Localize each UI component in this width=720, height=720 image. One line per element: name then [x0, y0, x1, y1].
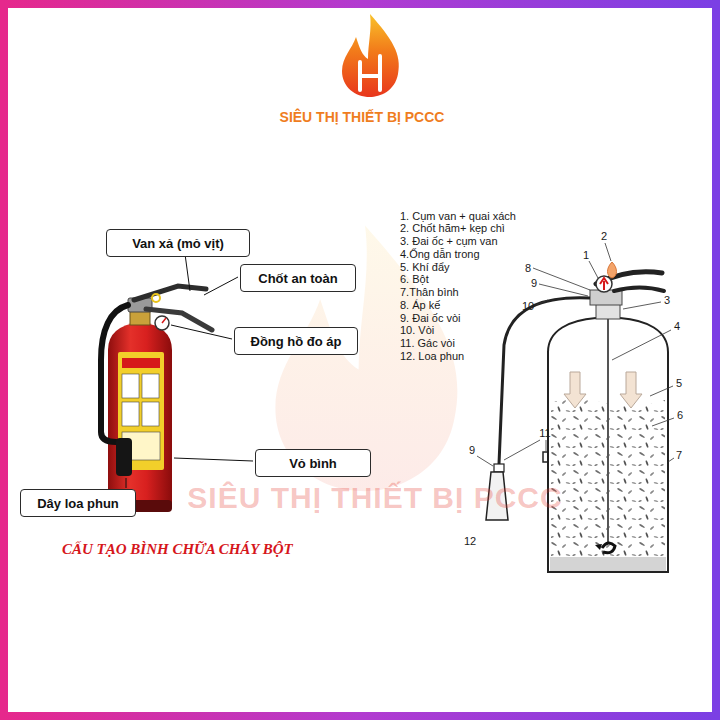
- part-name: Van xả (mỏ vịt): [132, 236, 224, 251]
- callout-number: 11: [539, 427, 550, 440]
- parts-list-item: 7.Thân bình: [400, 286, 459, 299]
- sticker-band: [122, 358, 160, 368]
- flow-swirl-head: [595, 544, 602, 550]
- valve-nut: [596, 304, 620, 319]
- leader-line: [533, 268, 590, 290]
- leader-lines: [126, 254, 253, 488]
- leader-line: [126, 478, 127, 488]
- sticker-icon: [122, 402, 139, 426]
- sticker-icon: [122, 374, 139, 398]
- parts-list-item: 4.Ống dẫn trong: [400, 247, 480, 260]
- parts-list-item: 1. Cụm van + quai xách: [400, 209, 516, 222]
- sticker-icon: [142, 374, 159, 398]
- callout-number: 10: [522, 300, 534, 313]
- hose: [499, 298, 590, 464]
- upper-lever: [134, 286, 206, 300]
- callout-number: 6: [677, 409, 683, 422]
- parts-list-item: 9. Đai ốc vòi: [400, 311, 461, 324]
- leader-line: [536, 300, 548, 305]
- logo: [342, 14, 399, 97]
- extinguisher-photo: [101, 286, 212, 512]
- part-label-box: Dây loa phun: [20, 489, 136, 517]
- hose-hook: [543, 452, 548, 462]
- seal-pin: [608, 262, 617, 278]
- part-label-box: Chốt an toàn: [240, 264, 356, 292]
- callout-number: 7: [676, 449, 682, 462]
- caption: CẤU TẠO BÌNH CHỮA CHÁY BỘT: [62, 541, 293, 558]
- inner-tube: [607, 318, 609, 544]
- part-name: Đồng hồ đo áp: [251, 334, 342, 349]
- callout-number: 8: [525, 262, 531, 275]
- gauge-needle: [162, 318, 166, 323]
- safety-pin: [152, 294, 160, 302]
- nozzle: [116, 438, 132, 476]
- leader-line: [171, 325, 232, 339]
- parts-list-item: 5. Khí đẩy: [400, 260, 450, 273]
- part-label-box: Van xả (mỏ vịt): [106, 229, 250, 257]
- callout-number: 3: [664, 294, 670, 307]
- leader-line: [477, 456, 493, 466]
- callout-number: 4: [674, 320, 680, 333]
- leader-line: [539, 284, 588, 296]
- parts-list-item: 11. Gác vòi: [400, 337, 455, 350]
- leader-line: [605, 243, 611, 261]
- leader-line: [589, 261, 598, 278]
- gauge-arrow: [600, 278, 608, 290]
- leader-line: [546, 440, 547, 451]
- cylinder-outline: [548, 318, 668, 572]
- callout-number: 1: [583, 249, 589, 262]
- gas-arrow: [620, 372, 642, 408]
- leader-line: [204, 277, 238, 295]
- leader-line: [650, 386, 673, 396]
- leader-line: [504, 440, 540, 460]
- hose: [101, 305, 128, 442]
- parts-list-item: 10. Vòi: [400, 324, 434, 337]
- leader-lines: [477, 243, 674, 466]
- pressure-gauge: [155, 316, 169, 330]
- leader-line: [668, 458, 674, 462]
- parts-list-item: 2. Chốt hãm+ kẹp chì: [400, 222, 505, 235]
- cylinder-base: [550, 557, 666, 571]
- callout-number: 2: [601, 230, 607, 243]
- leader-line: [174, 458, 253, 461]
- gas-arrow: [564, 372, 586, 408]
- parts-list-item: 8. Áp kế: [400, 298, 440, 311]
- leader-line: [612, 330, 671, 360]
- extinguisher-section: [486, 262, 668, 572]
- callout-number: 9: [469, 444, 475, 457]
- part-name: Vỏ bình: [289, 456, 337, 471]
- parts-list-item: 12. Loa phun: [400, 349, 464, 362]
- neck: [130, 311, 150, 325]
- part-name: Dây loa phun: [37, 496, 119, 511]
- callout-number: 9: [531, 277, 537, 290]
- frame-border: [4, 4, 716, 716]
- parts-list-item: 3. Đai ốc + cụm van: [400, 235, 498, 248]
- leader-line: [623, 302, 661, 309]
- brand-name: SIÊU THỊ THIẾT BỊ PCCC: [280, 109, 445, 125]
- gauge: [596, 276, 612, 292]
- sticker-icon: [142, 402, 159, 426]
- hose-nut: [494, 464, 504, 472]
- cylinder-body: [108, 322, 172, 512]
- leader-line: [652, 418, 674, 426]
- carry-handle: [614, 288, 664, 292]
- part-label-box: Đồng hồ đo áp: [234, 327, 358, 355]
- part-label-box: Vỏ bình: [255, 449, 371, 477]
- callout-number: 5: [676, 377, 682, 390]
- flow-swirl: [602, 543, 615, 553]
- callout-number: 12: [464, 535, 476, 548]
- parts-list-item: 6. Bột: [400, 273, 429, 286]
- watermark: SIÊU THỊ THIẾT BỊ PCCC: [187, 481, 562, 515]
- leader-line: [185, 254, 190, 291]
- part-name: Chốt an toàn: [258, 271, 337, 286]
